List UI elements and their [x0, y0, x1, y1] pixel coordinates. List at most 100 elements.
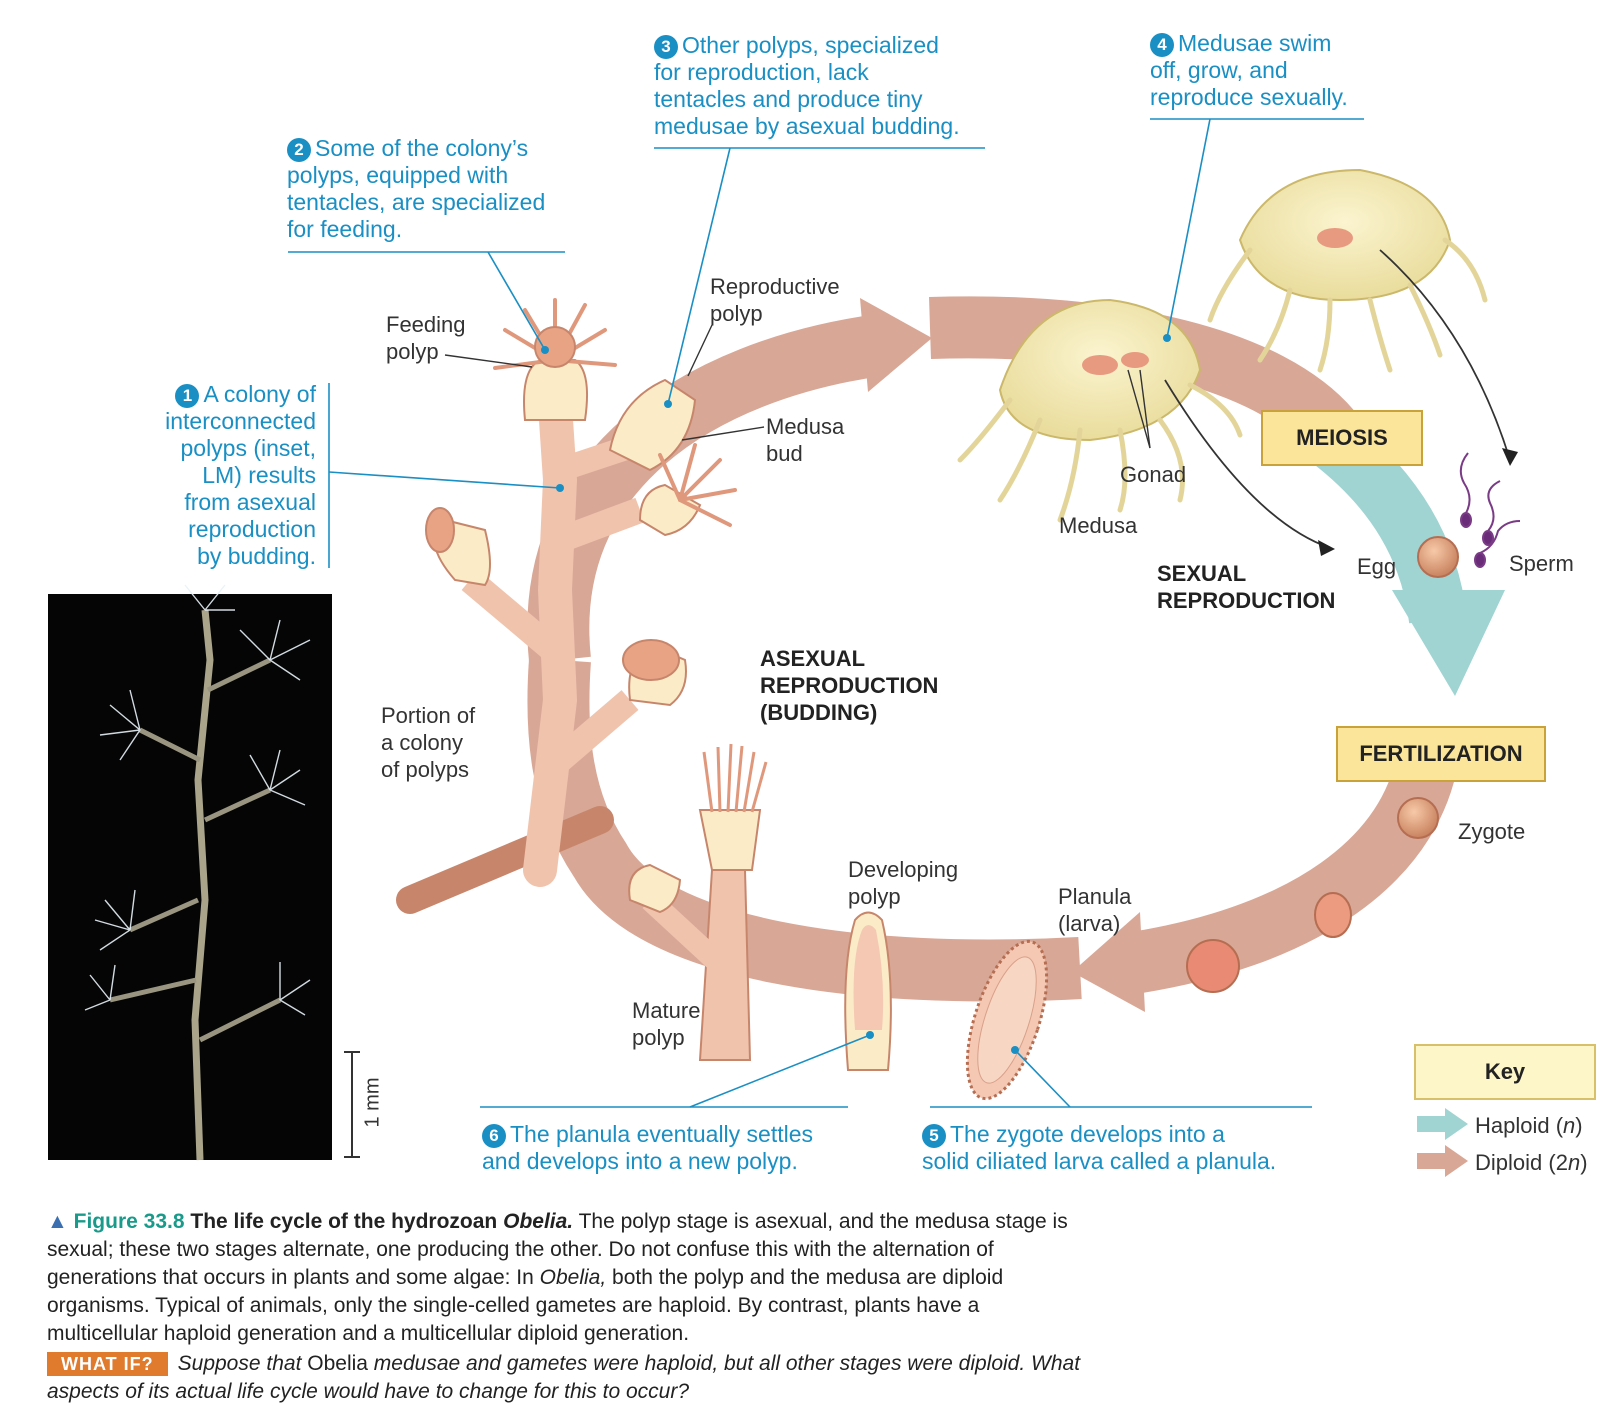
reproductive-polyp-label-line: polyp: [710, 301, 763, 326]
medusa-bud-label-line: bud: [766, 441, 803, 466]
developing-polyp-label-line: Developing: [848, 857, 959, 882]
step-3-line: medusae by asexual budding.: [654, 113, 960, 139]
egg-label: Egg: [1357, 554, 1397, 579]
planula-illustration: [965, 939, 1049, 1101]
fertilization-box: FERTILIZATION: [1336, 726, 1546, 782]
micrograph-inset: [48, 584, 360, 1161]
planula-label-line: Planula: [1058, 884, 1132, 909]
scale-bar-label: 1 mm: [361, 1077, 384, 1128]
step-1-line: by budding.: [197, 543, 316, 569]
figure-marker-icon: ▲: [47, 1210, 68, 1233]
sexual-heading-line: SEXUAL: [1157, 561, 1247, 586]
step-1-line: A colony of: [203, 381, 316, 407]
polyp-colony-illustration: [396, 298, 737, 914]
step-1-line: polyps (inset,: [180, 435, 316, 461]
step-6-number: 6: [482, 1124, 506, 1148]
embryo-stages: [1186, 536, 1459, 993]
medusa-label: Medusa: [1059, 513, 1138, 538]
asexual-heading-line: ASEXUAL: [760, 646, 866, 671]
what-if-organism: Obelia: [307, 1352, 368, 1375]
step-4-number: 4: [1150, 33, 1174, 57]
key-title-box: Key: [1414, 1044, 1596, 1100]
step-6-line: The planula eventually settles: [510, 1121, 814, 1147]
key-diploid-label: Diploid (2n): [1475, 1149, 1588, 1176]
step-3-line: tentacles and produce tiny: [654, 86, 923, 112]
step-6-line: and develops into a new polyp.: [482, 1148, 798, 1174]
leader-dots: [541, 334, 1171, 1054]
step-4-line: reproduce sexually.: [1150, 84, 1348, 110]
step-4-line: Medusae swim: [1178, 30, 1332, 56]
step-1-line: interconnected: [165, 408, 316, 434]
mature-polyp-label: Mature polyp: [632, 997, 700, 1051]
feeding-polyp-label-line: polyp: [386, 339, 439, 364]
feeding-polyp-label: Feeding polyp: [386, 311, 466, 365]
colony-portion-label-line: Portion of: [381, 703, 476, 728]
label-pointers: [444, 249, 1511, 549]
what-if-badge: WHAT IF?: [47, 1352, 168, 1376]
key-haploid-text: Haploid (: [1475, 1113, 1564, 1138]
step-5-number: 5: [922, 1124, 946, 1148]
colony-portion-label: Portion of a colony of polyps: [381, 702, 475, 783]
key-diploid-symbol: n: [1567, 1150, 1581, 1175]
key-diploid-text: Diploid (2: [1475, 1150, 1568, 1175]
mature-polyp-label-line: Mature: [632, 998, 701, 1023]
sexual-heading-line: REPRODUCTION: [1157, 588, 1336, 613]
step-3-number: 3: [654, 35, 678, 59]
step-2-line: polyps, equipped with: [287, 162, 509, 188]
key-haploid-symbol: n: [1563, 1113, 1576, 1138]
reproductive-polyp-label-line: Reproductive: [710, 274, 840, 299]
asexual-heading-line: (BUDDING): [760, 700, 878, 725]
caption-body-1: The polyp stage is asexual, and the medu…: [47, 1210, 1068, 1289]
step-2-line: Some of the colony’s: [315, 135, 529, 161]
mature-polyp-label-line: polyp: [632, 1025, 685, 1050]
asexual-heading-line: REPRODUCTION: [760, 673, 939, 698]
developing-polyp-label: Developing polyp: [848, 856, 958, 910]
key-arrows: [1417, 1108, 1468, 1177]
leader-lines: [288, 118, 1364, 1108]
step-4-line: off, grow, and: [1150, 57, 1288, 83]
figure-caption: ▲ Figure 33.8 The life cycle of the hydr…: [47, 1208, 1087, 1406]
planula-label: Planula (larva): [1058, 883, 1131, 937]
step-1-line: LM) results: [202, 462, 316, 488]
planula-label-line: (larva): [1058, 911, 1121, 936]
colony-portion-label-line: of polyps: [381, 757, 470, 782]
medusa-bud-label-line: Medusa: [766, 414, 845, 439]
zygote-label: Zygote: [1458, 819, 1526, 844]
step-2-line: for feeding.: [287, 216, 403, 242]
step-1-line: reproduction: [188, 516, 316, 542]
figure-number: Figure 33.8: [73, 1210, 185, 1233]
meiosis-box: MEIOSIS: [1261, 410, 1423, 466]
gonad-label: Gonad: [1120, 462, 1187, 487]
new-polyps-illustration: [628, 743, 892, 1071]
sperm-illustration: [1459, 452, 1521, 568]
colony-portion-label-line: a colony: [381, 730, 463, 755]
step-5-line: solid ciliated larva called a planula.: [922, 1148, 1277, 1174]
reproductive-polyp-label: Reproductive polyp: [710, 273, 840, 327]
step-3-line: Other polyps, specialized: [682, 32, 939, 58]
what-if-text-a: Suppose that: [177, 1352, 308, 1375]
key-diploid-close: ): [1580, 1150, 1588, 1175]
medusa-bud-label: Medusa bud: [766, 413, 844, 467]
arrowheads: [1318, 448, 1518, 556]
step-1-line: from asexual: [184, 489, 316, 515]
what-if-text-b: medusae and gametes were haploid, but al…: [47, 1352, 1081, 1403]
step-5-line: The zygote develops into a: [950, 1121, 1225, 1147]
figure-title-organism: Obelia.: [503, 1210, 574, 1233]
key-haploid-close: ): [1575, 1113, 1583, 1138]
key-haploid-label: Haploid (n): [1475, 1112, 1583, 1139]
developing-polyp-label-line: polyp: [848, 884, 901, 909]
step-1-number: 1: [175, 384, 200, 408]
step-2-number: 2: [287, 138, 311, 162]
caption-body-2: both the polyp and the medusa are diploi…: [47, 1266, 1004, 1345]
caption-body-organism: Obelia,: [539, 1266, 607, 1289]
sexual-reproduction-heading: SEXUAL REPRODUCTION: [1157, 560, 1335, 614]
step-3-line: for reproduction, lack: [654, 59, 869, 85]
figure-title: The life cycle of the hydrozoan: [190, 1210, 498, 1233]
step-2-line: tentacles, are specialized: [287, 189, 546, 215]
asexual-reproduction-heading: ASEXUAL REPRODUCTION (BUDDING): [760, 645, 938, 726]
